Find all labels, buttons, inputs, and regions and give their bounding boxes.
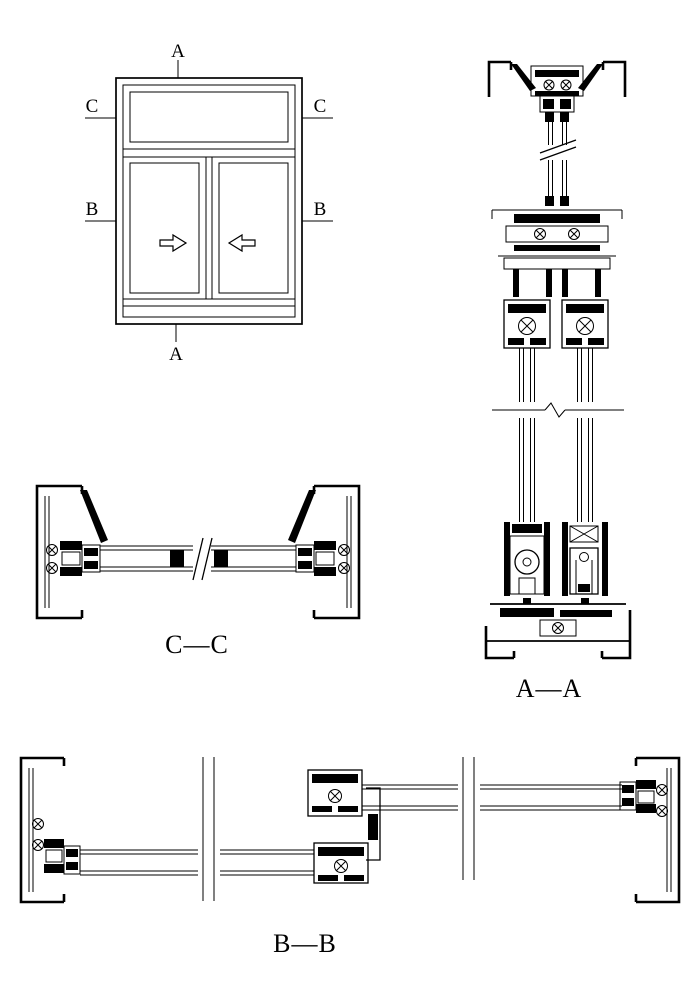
- marker-b-right: B: [314, 199, 327, 220]
- section-bb-caption: B—B: [273, 929, 337, 958]
- left-sash: [129, 162, 200, 294]
- cc-right-jamb: [286, 484, 361, 620]
- section-bb-view: [19, 756, 681, 904]
- section-aa-view: [484, 60, 632, 660]
- section-cc-view: [35, 484, 361, 620]
- roller-wheel: [514, 549, 540, 575]
- cc-left-jamb: [35, 484, 108, 620]
- break-line: [201, 537, 213, 581]
- marker-c-left: C: [86, 96, 99, 117]
- marker-c-right: C: [314, 96, 327, 117]
- marker-a-bottom: A: [169, 344, 183, 365]
- marker-a-top: A: [171, 41, 185, 62]
- slide-arrow-right-icon: [159, 233, 188, 253]
- section-marker-lines: [85, 60, 333, 342]
- slide-arrow-left-icon: [227, 233, 256, 253]
- marker-b-left: B: [86, 199, 99, 220]
- fixed-pane: [129, 91, 289, 143]
- section-aa-caption: A—A: [516, 674, 583, 703]
- section-cc-caption: C—C: [165, 630, 229, 659]
- break-line: [192, 537, 204, 581]
- right-sash: [218, 162, 289, 294]
- elevation-view: [115, 77, 303, 325]
